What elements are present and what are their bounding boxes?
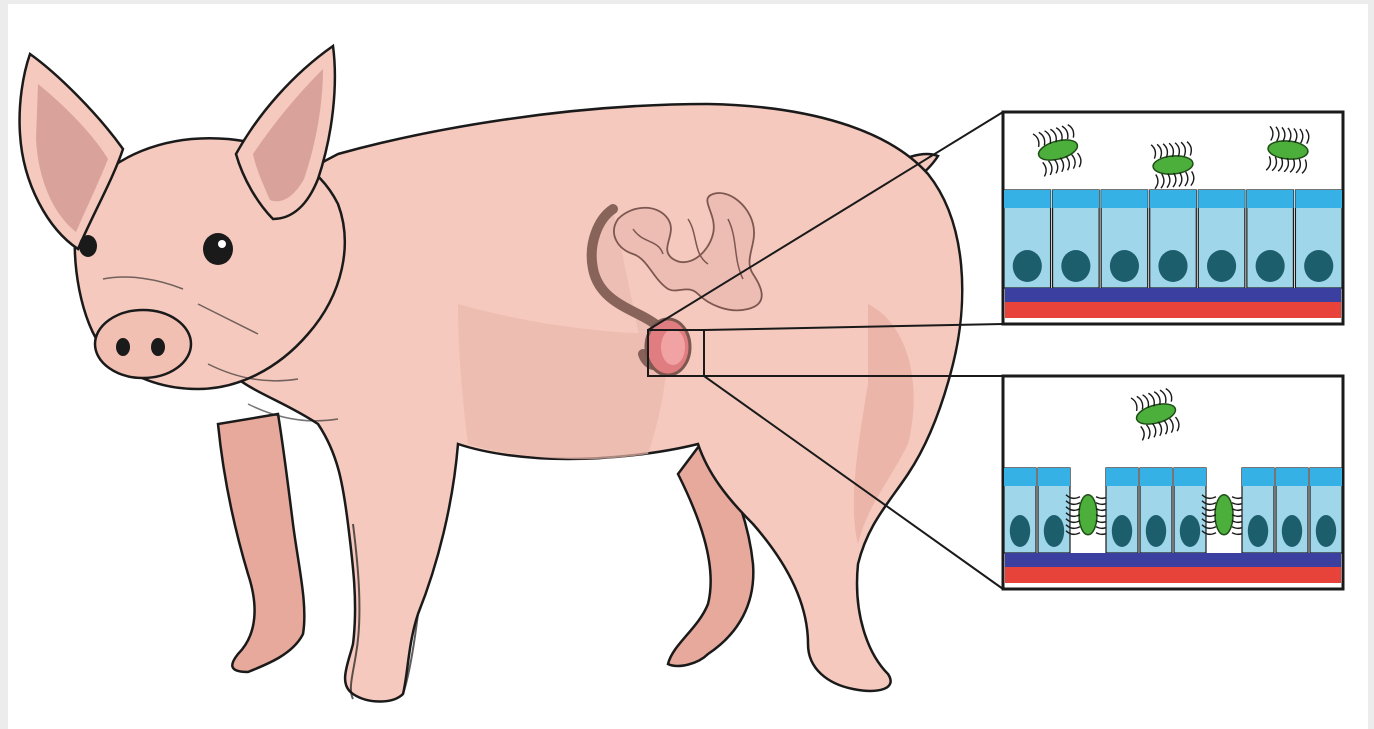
cell-apical-surface [1242,468,1274,486]
cell-nucleus [1158,250,1187,282]
cell-apical-surface [1198,190,1245,208]
panel-healthy-epithelium [1003,112,1343,324]
cell-nucleus [1248,515,1268,547]
underlying-tissue [1005,567,1341,583]
cell-apical-surface [1247,190,1294,208]
cell-nucleus [1146,515,1166,547]
cell-nucleus [1110,250,1139,282]
cell-apical-surface [1140,468,1172,486]
pig-illustration [20,46,963,702]
cell-apical-surface [1150,190,1197,208]
pig-gut-diagram [8,4,1368,729]
cell-apical-surface [1038,468,1070,486]
cell-apical-surface [1053,190,1100,208]
pig-eye-right [203,233,233,265]
cell-nucleus [1207,250,1236,282]
panel-damaged-epithelium [1003,376,1343,589]
cell-nucleus [1112,515,1132,547]
pig-eye-left [79,235,97,257]
cell-apical-surface [1004,190,1051,208]
cell-apical-surface [1101,190,1148,208]
basement-membrane [1005,553,1341,567]
underlying-tissue [1005,302,1341,318]
pig-nostril-left [116,338,130,356]
pig-nostril-right [151,338,165,356]
cell-nucleus [1013,250,1042,282]
cell-apical-surface [1004,468,1036,486]
cell-nucleus [1180,515,1200,547]
pig-front-leg-far [218,414,304,672]
cell-nucleus [1061,250,1090,282]
cell-nucleus [1304,250,1333,282]
cell-nucleus [1010,515,1030,547]
intestine-lumen [661,329,685,365]
cell-nucleus [1316,515,1336,547]
cell-nucleus [1282,515,1302,547]
cell-apical-surface [1295,190,1342,208]
pig-snout [95,310,191,378]
basement-membrane [1005,288,1341,302]
cell-apical-surface [1310,468,1342,486]
cell-apical-surface [1276,468,1308,486]
figure-canvas [8,4,1368,729]
cell-apical-surface [1106,468,1138,486]
cell-nucleus [1256,250,1285,282]
cell-nucleus [1044,515,1064,547]
pig-eye-highlight [218,240,226,248]
cell-apical-surface [1174,468,1206,486]
